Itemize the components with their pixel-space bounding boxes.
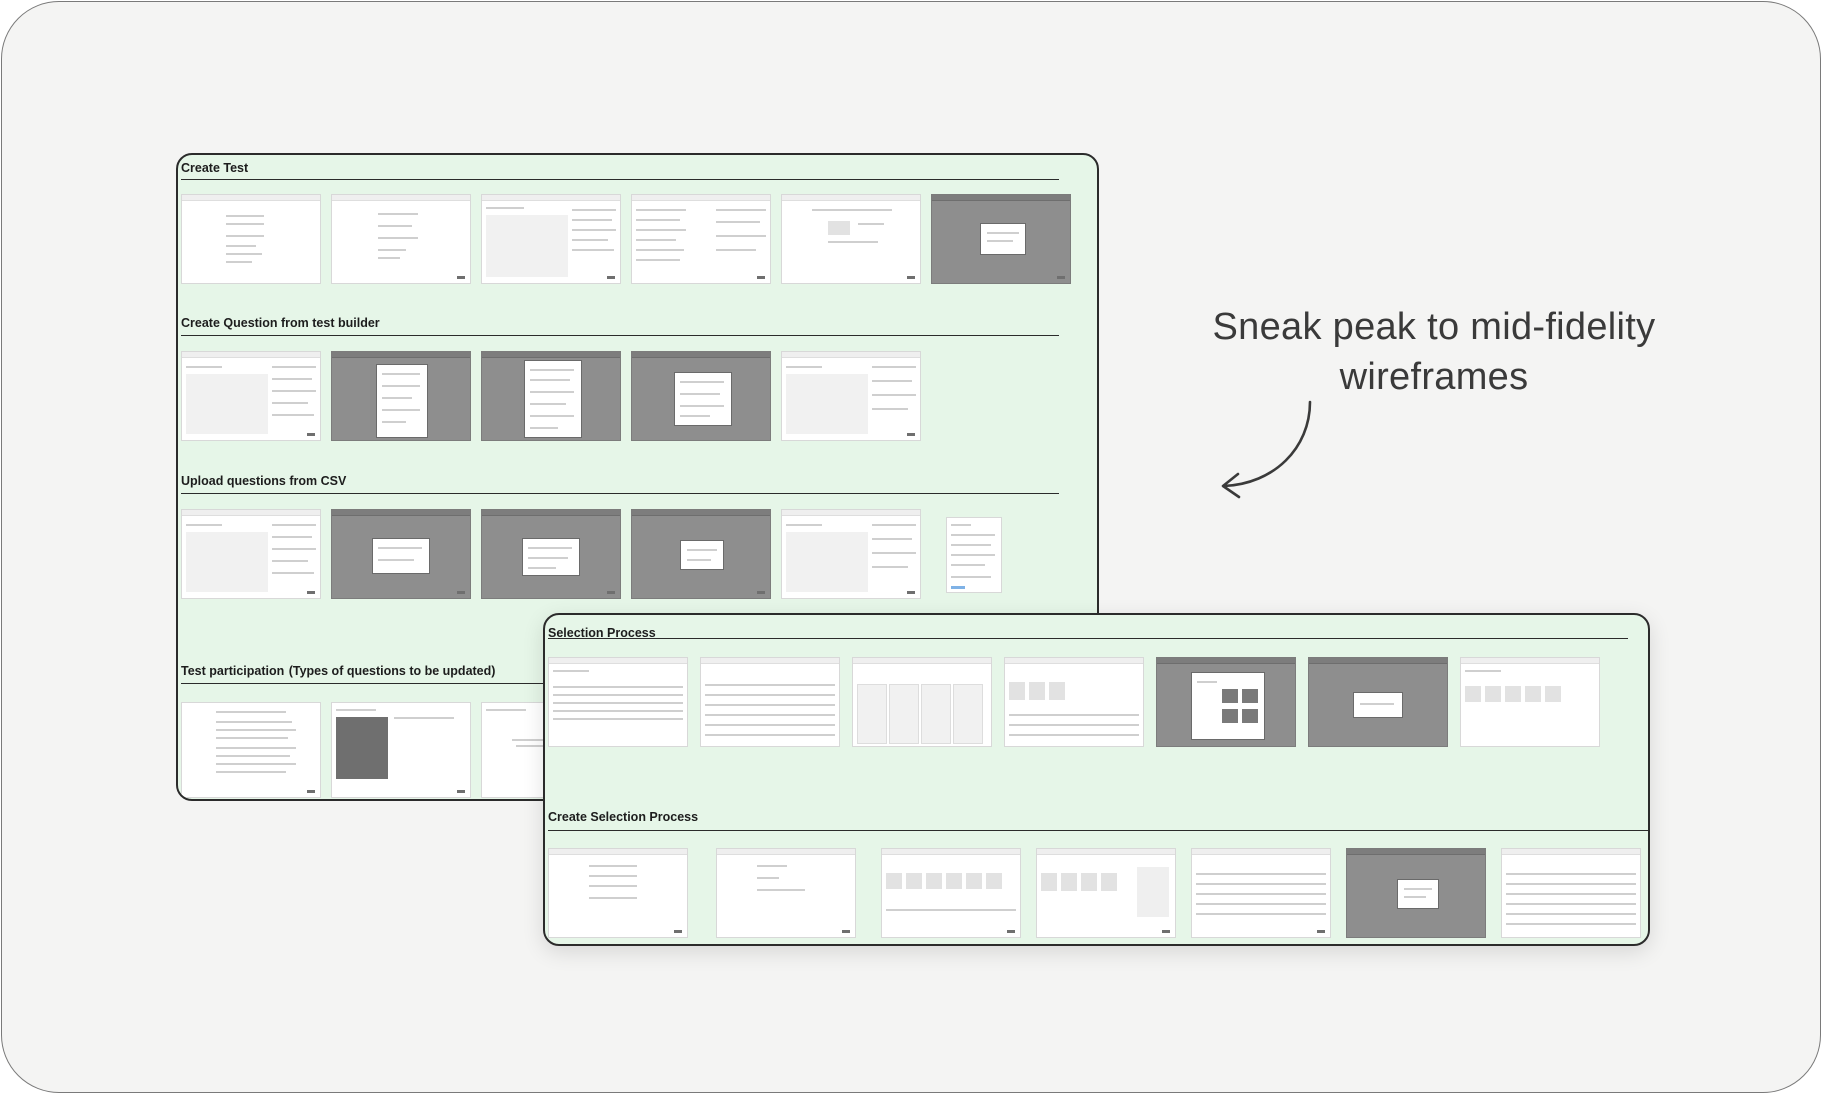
- tagline-line-1: Sneak peak to mid-fidelity: [1212, 306, 1656, 348]
- section-title: Create Selection Process: [548, 810, 699, 824]
- section-title: Create Question from test builder: [181, 316, 380, 330]
- tests-wireframe-board: Create Test Create Question from test bu…: [176, 153, 1099, 801]
- section-create-selection-process: Create Selection Process: [548, 808, 698, 826]
- wireframe-thumbnail[interactable]: [1460, 657, 1600, 747]
- wireframe-thumbnail[interactable]: [481, 194, 621, 284]
- section-divider: [181, 335, 1059, 337]
- wireframe-thumbnail[interactable]: [631, 194, 771, 284]
- section-divider: [548, 638, 1628, 640]
- wireframe-thumbnail[interactable]: [331, 702, 471, 798]
- wireframe-thumbnail[interactable]: [331, 351, 471, 441]
- wireframe-side-panel[interactable]: [946, 517, 1002, 593]
- wireframe-thumbnail[interactable]: [716, 848, 856, 938]
- section-note: (Types of questions to be updated): [288, 664, 496, 678]
- section-divider: [181, 179, 1059, 181]
- section-title: Test participation: [181, 664, 285, 678]
- tagline: Sneak peak to mid-fidelity wireframes: [1209, 302, 1659, 402]
- wireframe-thumbnail[interactable]: [1308, 657, 1448, 747]
- wireframe-thumbnail[interactable]: [1501, 848, 1641, 938]
- section-upload-csv: Upload questions from CSV: [181, 472, 346, 490]
- wireframe-thumbnail[interactable]: [700, 657, 840, 747]
- wireframe-thumbnail[interactable]: [631, 351, 771, 441]
- section-selection-process: Selection Process: [548, 624, 656, 642]
- section-divider: [181, 493, 1059, 495]
- wireframe-thumbnail[interactable]: [181, 351, 321, 441]
- wireframe-thumbnail[interactable]: [331, 509, 471, 599]
- wireframe-thumbnail[interactable]: [481, 351, 621, 441]
- wireframe-thumbnail[interactable]: [931, 194, 1071, 284]
- curved-arrow-icon: [1221, 400, 1312, 499]
- section-test-participation: Test participation (Types of questions t…: [181, 662, 495, 680]
- tagline-line-2: wireframes: [1339, 356, 1529, 398]
- wireframe-thumbnail[interactable]: [548, 848, 688, 938]
- wireframe-thumbnail[interactable]: [881, 848, 1021, 938]
- wireframe-thumbnail[interactable]: [1004, 657, 1144, 747]
- section-create-test: Create Test: [181, 159, 248, 177]
- selection-wireframe-board: Selection Process Create Selection Proce…: [543, 613, 1650, 946]
- wireframe-thumbnail[interactable]: [781, 351, 921, 441]
- wireframe-thumbnail[interactable]: [181, 509, 321, 599]
- wireframe-thumbnail[interactable]: [181, 194, 321, 284]
- wireframe-thumbnail[interactable]: [331, 194, 471, 284]
- wireframe-thumbnail[interactable]: [1191, 848, 1331, 938]
- wireframe-thumbnail[interactable]: [781, 194, 921, 284]
- wireframe-thumbnail[interactable]: [631, 509, 771, 599]
- section-title: Selection Process: [548, 626, 656, 640]
- wireframe-thumbnail[interactable]: [1346, 848, 1486, 938]
- wireframe-thumbnail[interactable]: [1036, 848, 1176, 938]
- wireframe-thumbnail[interactable]: [852, 657, 992, 747]
- section-title: Create Test: [181, 161, 249, 175]
- wireframe-thumbnail[interactable]: [481, 509, 621, 599]
- wireframe-thumbnail[interactable]: [181, 702, 321, 798]
- wireframe-thumbnail[interactable]: [548, 657, 688, 747]
- section-divider: [548, 830, 1648, 832]
- section-title: Upload questions from CSV: [181, 474, 347, 488]
- wireframe-thumbnail[interactable]: [781, 509, 921, 599]
- wireframe-thumbnail[interactable]: [1156, 657, 1296, 747]
- section-create-question: Create Question from test builder: [181, 314, 380, 332]
